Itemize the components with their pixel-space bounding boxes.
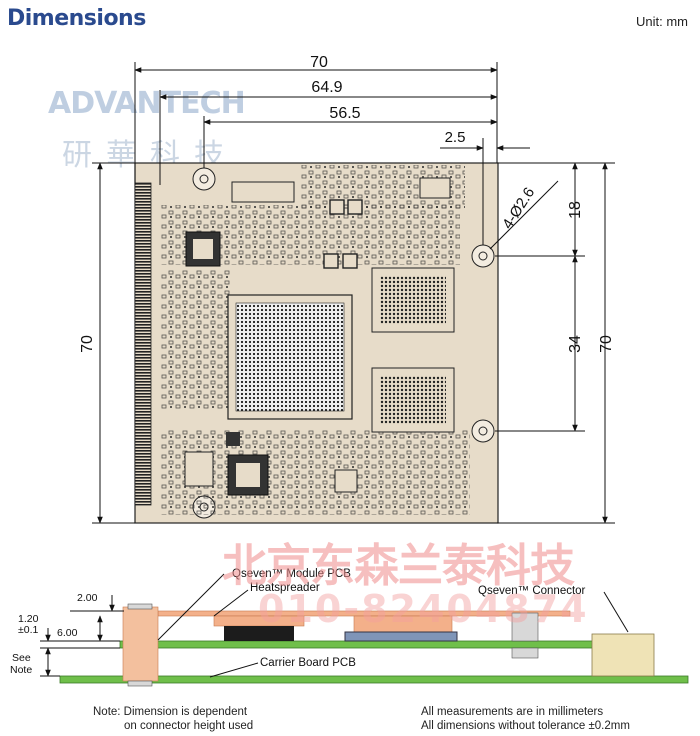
dim-edge-offset: 2.5	[445, 129, 466, 146]
dim-width-56-5: 56.5	[329, 105, 360, 122]
note-left-line1: Note: Dimension is dependent	[93, 706, 248, 718]
unit-label: Unit: mm	[636, 14, 688, 29]
note-right: All measurements are in millimeters All …	[421, 705, 630, 733]
module-pcb-label: Qseven™ Module PCB	[232, 568, 351, 580]
module-board	[134, 162, 499, 524]
dim-height-right: 70	[598, 335, 615, 353]
brand-logo: ADVANTECH	[48, 86, 246, 121]
note-right-line2: All dimensions without tolerance ±0.2mm	[421, 720, 630, 732]
top-dimension-lines	[92, 62, 615, 524]
carrier-pcb-label: Carrier Board PCB	[260, 657, 356, 669]
page-title: Dimensions	[7, 6, 146, 31]
watermark-company: 北京东森兰泰科技	[222, 539, 575, 592]
side-leader-lines	[40, 573, 629, 678]
dim-tolerance: ±0.1	[18, 624, 39, 636]
dim-hole-top: 18	[567, 201, 584, 219]
dim-hole-diameter: 4-Ø2.6	[499, 184, 538, 232]
dim-hole-spacing: 34	[567, 335, 584, 353]
dim-6-00: 6.00	[57, 627, 78, 639]
note-left-line2: on connector height used	[124, 720, 254, 732]
dim-height-left: 70	[79, 335, 96, 353]
heatspreader-label: Heatspreader	[250, 582, 320, 594]
dim-width-64-9: 64.9	[311, 79, 342, 96]
dim-1-20: 1.20	[18, 613, 39, 625]
connector-label: Qseven™ Connector	[478, 585, 586, 597]
side-view	[59, 603, 689, 687]
note-right-line1: All measurements are in millimeters	[421, 706, 604, 718]
dim-overall-width: 70	[310, 54, 328, 71]
side-labels: Qseven™ Module PCB Heatspreader Qseven™ …	[10, 568, 586, 676]
dim-2-00: 2.00	[77, 592, 98, 604]
see-note-1: See	[12, 652, 31, 664]
watermark-phone: 010-82404874	[258, 587, 589, 631]
note-left: Note: Dimension is dependent on connecto…	[93, 705, 253, 733]
see-note-2: Note	[10, 664, 32, 676]
